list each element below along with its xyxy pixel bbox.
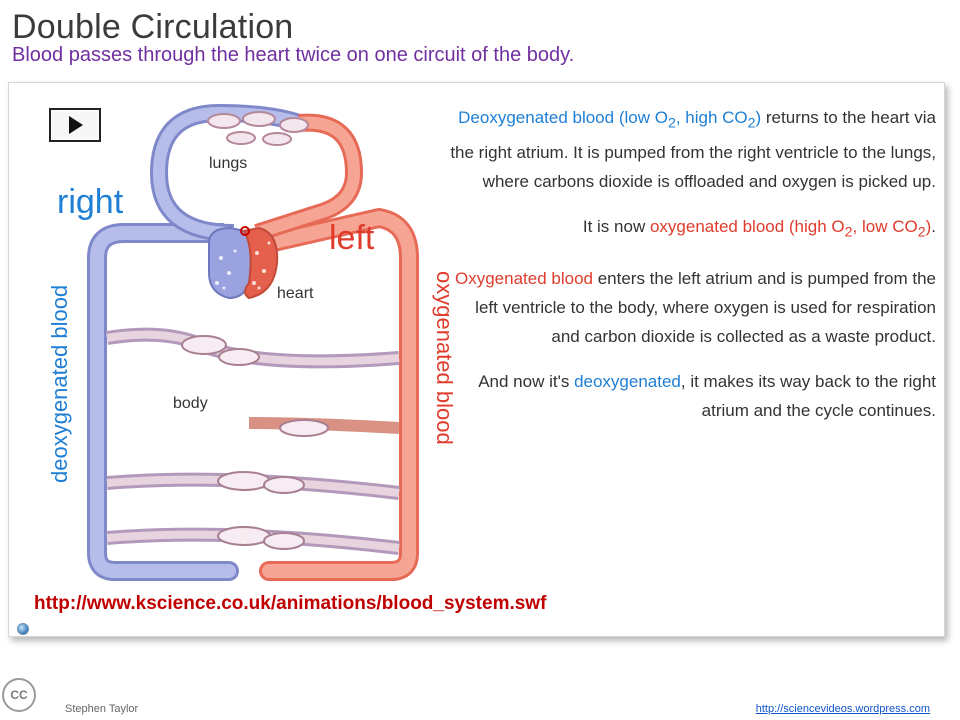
author-name: Stephen Taylor: [65, 703, 139, 715]
play-icon: [69, 116, 83, 134]
paragraph-4: And now it's deoxygenated, it makes its …: [478, 371, 936, 420]
description-text: Deoxygenated blood (low O2, high CO2) re…: [446, 103, 936, 441]
label-left: left: [329, 219, 375, 257]
animation-link[interactable]: http://www.kscience.co.uk/animations/blo…: [34, 593, 547, 614]
oxygenated-phrase: oxygenated blood (high O2, low CO2): [649, 217, 932, 241]
body-capillaries: [105, 327, 400, 555]
label-body: body: [173, 395, 208, 412]
paragraph-2: It is now oxygenated blood (high O2, low…: [582, 217, 936, 241]
globe-icon: [17, 623, 29, 635]
deoxygenated-vessel: [87, 248, 239, 581]
paragraph-3: Oxygenated blood enters the left atrium …: [454, 268, 936, 346]
label-deoxygenated-blood: deoxygenated blood: [47, 284, 72, 483]
circulation-diagram: [87, 103, 419, 581]
label-right: right: [57, 183, 124, 221]
animation-frame: right left lungs heart body deoxygenated…: [8, 82, 945, 637]
creative-commons-icon: CC: [2, 678, 36, 712]
footer-link[interactable]: http://sciencevideos.wordpress.com: [755, 703, 930, 715]
label-lungs: lungs: [209, 155, 248, 172]
label-heart: heart: [277, 285, 314, 302]
paragraph-1: Deoxygenated blood (low O2, high CO2) re…: [450, 108, 936, 192]
heart-graphic: [208, 226, 279, 300]
slide-title: Double Circulation: [12, 8, 294, 46]
slide-subtitle: Blood passes through the heart twice on …: [12, 44, 575, 66]
play-button[interactable]: [49, 108, 101, 142]
oxygenated-vessel: [259, 248, 419, 581]
deoxygenated-phrase: Deoxygenated blood (low O2, high CO2): [458, 108, 762, 132]
lung-capillaries: [207, 111, 309, 146]
